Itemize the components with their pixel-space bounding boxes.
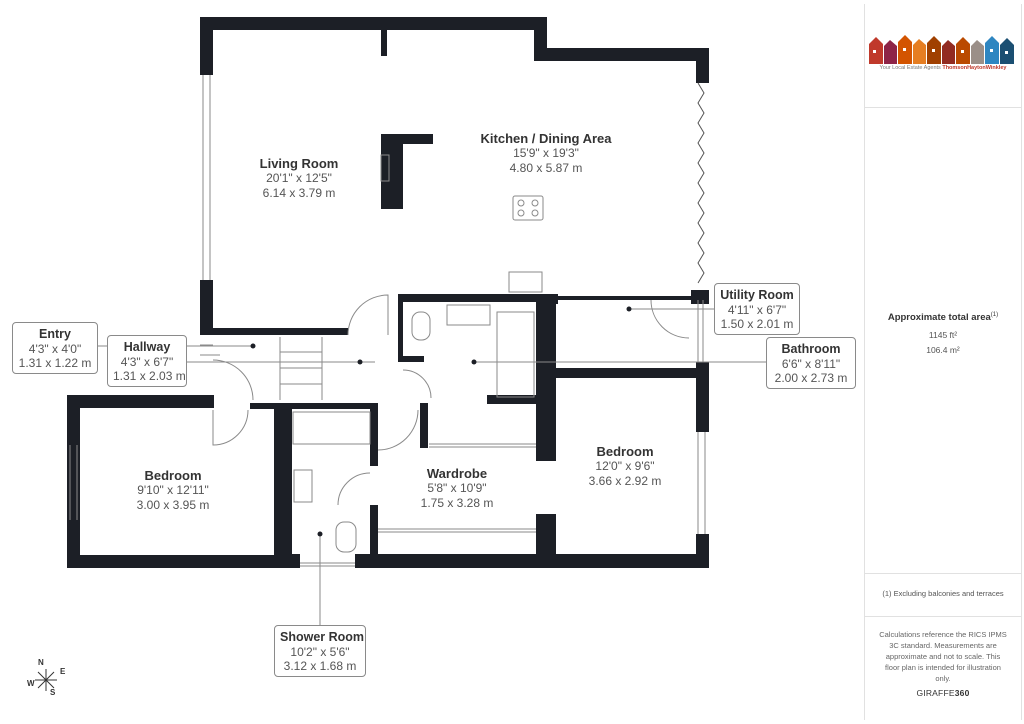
room-imperial: 4'11" x 6'7" bbox=[727, 303, 787, 317]
room-name: Shower Room bbox=[280, 630, 365, 644]
label-dots bbox=[250, 306, 632, 537]
room-label-wardrobe: Wardrobe 5'8" x 10'9" 1.75 x 3.28 m bbox=[421, 466, 494, 511]
area-ft: 1145 ft² bbox=[928, 330, 958, 340]
compass-west: W bbox=[27, 679, 35, 688]
callout-bathroom: Bathroom 6'6" x 8'11" 2.00 x 2.73 m bbox=[766, 337, 856, 389]
divider bbox=[865, 616, 1021, 617]
callout-entry: Entry 4'3" x 4'0" 1.31 x 1.22 m bbox=[12, 322, 98, 374]
room-imperial: 4'3" x 6'7" bbox=[120, 355, 174, 369]
room-label-bedroom-right: Bedroom 12'0" x 9'6" 3.66 x 2.92 m bbox=[589, 444, 662, 489]
room-name: Kitchen / Dining Area bbox=[480, 131, 612, 146]
room-name: Bedroom bbox=[596, 444, 654, 459]
room-metric: 6.14 x 3.79 m bbox=[262, 186, 336, 200]
room-metric: 4.80 x 5.87 m bbox=[509, 161, 583, 175]
room-metric: 1.31 x 1.22 m bbox=[18, 356, 92, 370]
info-sidebar: Your Local Estate Agents ThomsonHaytonWi… bbox=[864, 4, 1022, 720]
room-metric: 3.12 x 1.68 m bbox=[283, 659, 357, 673]
room-imperial: 6'6" x 8'11" bbox=[781, 357, 841, 371]
brand-label: GIRAFFE360 bbox=[865, 688, 1021, 698]
floor-plan-drawing bbox=[35, 17, 766, 691]
room-metric: 1.31 x 2.03 m bbox=[113, 369, 186, 383]
room-metric: 3.66 x 2.92 m bbox=[588, 474, 662, 488]
floor-plan: Living Room 20'1" x 12'5" 6.14 x 3.79 m … bbox=[12, 17, 856, 697]
room-imperial: 12'0" x 9'6" bbox=[595, 459, 655, 473]
area-title: Approximate total area(1) bbox=[865, 312, 1021, 323]
room-imperial: 4'3" x 4'0" bbox=[28, 342, 82, 356]
compass-rose bbox=[35, 669, 57, 691]
logo-tagline-prefix: Your Local Estate Agents bbox=[879, 65, 941, 71]
room-metric: 1.50 x 2.01 m bbox=[720, 317, 794, 331]
room-imperial: 9'10" x 12'11" bbox=[137, 483, 209, 497]
room-name: Bedroom bbox=[144, 468, 202, 483]
room-name: Utility Room bbox=[720, 288, 794, 302]
brand-suffix: 360 bbox=[954, 688, 970, 698]
room-name: Living Room bbox=[259, 156, 339, 171]
fixtures bbox=[69, 75, 706, 567]
room-imperial: 15'9" x 19'3" bbox=[513, 146, 579, 160]
footnote: (1) Excluding balconies and terraces bbox=[882, 589, 1004, 598]
room-name: Bathroom bbox=[781, 342, 841, 356]
room-label-living: Living Room 20'1" x 12'5" 6.14 x 3.79 m bbox=[260, 156, 339, 201]
divider bbox=[865, 107, 1021, 108]
brand-prefix: GIRAFFE bbox=[916, 688, 955, 698]
room-name: Entry bbox=[39, 327, 71, 341]
room-metric: 1.75 x 3.28 m bbox=[420, 496, 494, 510]
callout-hallway: Hallway 4'3" x 6'7" 1.31 x 2.03 m bbox=[107, 335, 187, 387]
room-name: Hallway bbox=[123, 340, 171, 354]
room-imperial: 20'1" x 12'5" bbox=[266, 171, 332, 185]
agency-logo bbox=[869, 35, 1014, 64]
room-imperial: 5'8" x 10'9" bbox=[427, 481, 487, 495]
area-title-note: (1) bbox=[990, 312, 999, 318]
divider bbox=[865, 573, 1021, 574]
room-metric: 3.00 x 3.95 m bbox=[136, 498, 210, 512]
room-label-kitchen: Kitchen / Dining Area 15'9" x 19'3" 4.80… bbox=[481, 131, 612, 176]
compass-east: E bbox=[60, 667, 66, 676]
logo-tagline: Your Local Estate Agents ThomsonHaytonWi… bbox=[865, 65, 1021, 71]
logo-brand: ThomsonHaytonWinkley bbox=[942, 65, 1007, 71]
area-m: 106.4 m² bbox=[926, 345, 960, 355]
compass-south: S bbox=[50, 688, 56, 697]
area-title-text: Approximate total area bbox=[887, 312, 991, 324]
callout-utility: Utility Room 4'11" x 6'7" 1.50 x 2.01 m bbox=[714, 283, 800, 335]
walls bbox=[67, 17, 709, 568]
room-metric: 2.00 x 2.73 m bbox=[774, 371, 848, 385]
callout-shower-room: Shower Room 10'2" x 5'6" 3.12 x 1.68 m bbox=[274, 625, 366, 677]
disclaimer: Calculations reference the RICS IPMS 3C … bbox=[879, 630, 1007, 683]
compass-north: N bbox=[38, 658, 44, 667]
room-name: Wardrobe bbox=[426, 466, 488, 481]
room-label-bedroom-left: Bedroom 9'10" x 12'11" 3.00 x 3.95 m bbox=[137, 468, 210, 513]
room-imperial: 10'2" x 5'6" bbox=[290, 645, 350, 659]
